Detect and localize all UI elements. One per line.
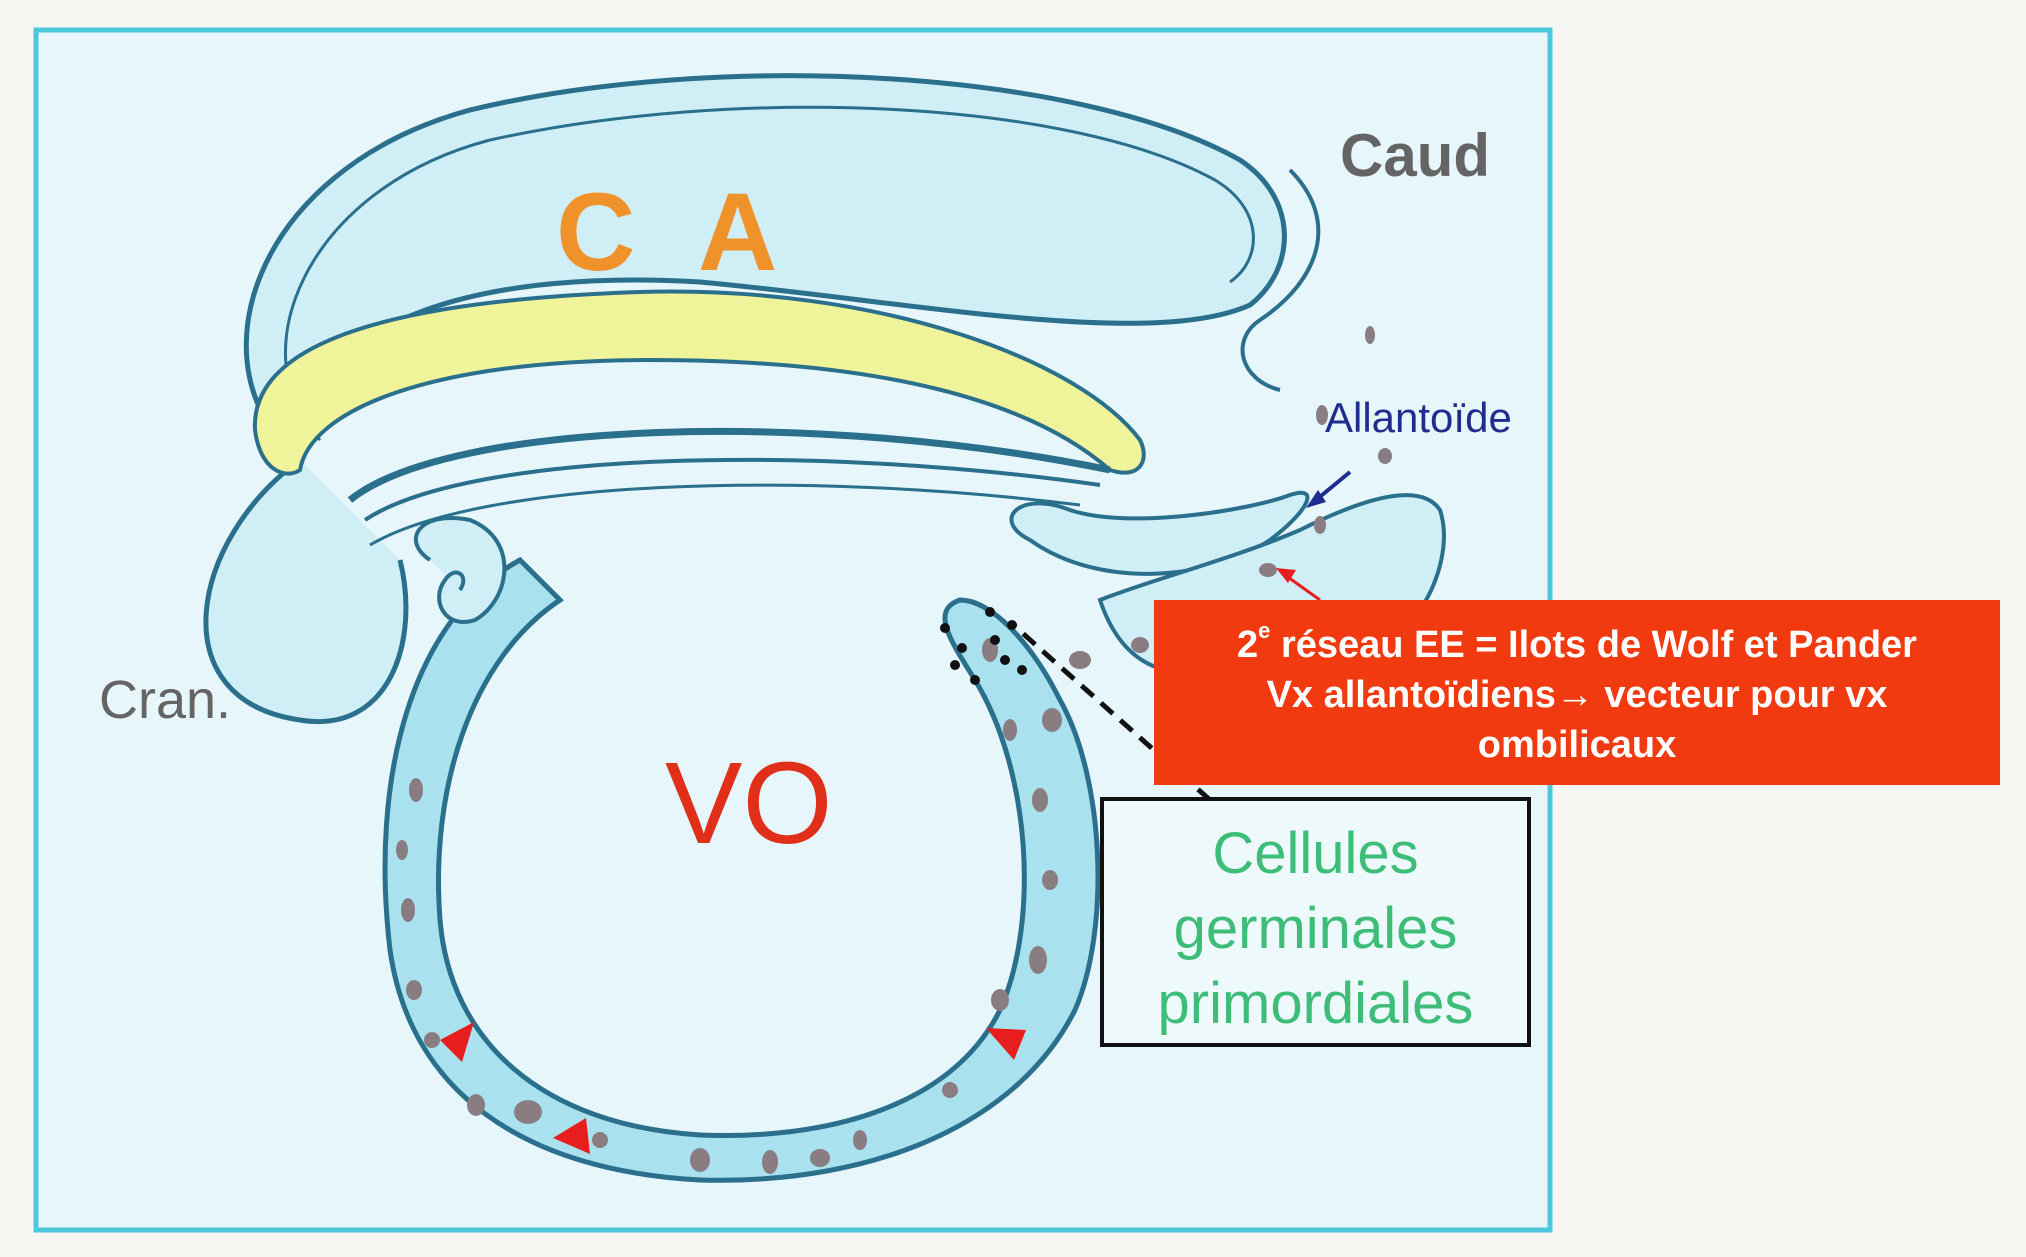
blood-island (1259, 563, 1277, 577)
blood-islands (396, 326, 1392, 1174)
germ-box-line-3: primordiales (1157, 971, 1474, 1036)
label-caud: Caud (1340, 122, 1490, 189)
germ-cell-dot (940, 623, 950, 633)
germ-cell-dot (990, 635, 1000, 645)
neural-tube (252, 289, 1146, 476)
blood-island (991, 989, 1009, 1011)
germ-cell-dot (1017, 665, 1027, 675)
blood-island (1316, 405, 1328, 425)
pharyngeal-loop (413, 516, 507, 624)
blood-island (853, 1130, 867, 1150)
germ-box-line-2: germinales (1173, 896, 1458, 961)
migration-arrows (440, 1022, 1026, 1154)
label-cran: Cran. (99, 670, 232, 730)
germ-cell-dot (970, 675, 980, 685)
blood-island (1042, 708, 1062, 732)
amnion-envelope (243, 73, 1287, 466)
red-annotation-text: 2e réseau EE = Ilots de Wolf et Pander V… (1154, 600, 2000, 785)
germ-box-line-1: Cellules (1212, 821, 1419, 886)
label-vo: VO (665, 738, 833, 868)
germ-cells-box: Cellules germinales primordiales (1100, 797, 1531, 1047)
migration-arrow (440, 1022, 474, 1062)
red-box-line-1-rest: réseau EE = Ilots de Wolf et Pander (1270, 624, 1917, 666)
blood-island (810, 1149, 830, 1167)
blood-island (1378, 448, 1392, 464)
blood-island (1032, 788, 1048, 812)
blood-island (592, 1132, 608, 1148)
blood-island (409, 778, 423, 802)
blood-island (424, 1032, 440, 1048)
blood-island (467, 1094, 485, 1116)
red-box-line-1-num: 2 (1237, 624, 1259, 666)
allantoide-pointer (1314, 470, 1352, 502)
blood-island (942, 1082, 958, 1098)
blood-island (690, 1148, 710, 1172)
allantoide-arrowhead (1306, 490, 1326, 508)
blood-island (1365, 326, 1375, 344)
blood-island (514, 1100, 542, 1124)
blood-island (1069, 651, 1091, 669)
label-ca: C A (556, 171, 796, 294)
red-annotation-box (1154, 600, 2000, 785)
blood-island (1314, 516, 1326, 534)
blood-island (762, 1150, 778, 1174)
red-box-line-3: ombilicaux (1477, 724, 1677, 766)
migration-arrow (553, 1118, 590, 1154)
germ-cell-dot (985, 607, 995, 617)
germ-cell-dot (1000, 655, 1010, 665)
blood-island (1003, 719, 1017, 741)
red-box-arrowhead (1276, 568, 1296, 583)
caudal-wall (1240, 168, 1321, 392)
gut-line-2 (363, 457, 1101, 522)
label-allantoide: Allantoïde (1325, 394, 1512, 441)
red-box-line-1-sup: e (1258, 618, 1271, 643)
migration-arrow (986, 1028, 1026, 1060)
red-box-pointer (1284, 573, 1321, 602)
blood-island (1131, 637, 1149, 653)
germ-pointer-line (1008, 620, 1212, 802)
germ-cell-dot (950, 660, 960, 670)
red-box-line-2: Vx allantoïdiens→ vecteur pour vx (1266, 674, 1888, 716)
cranial-wall (203, 457, 409, 725)
blood-island (1029, 946, 1047, 974)
amnion-inner-line (284, 105, 1255, 442)
blood-island (401, 898, 415, 922)
red-box-line-1: 2e réseau EE = Ilots de Wolf et Pander (1170, 620, 1984, 670)
blood-island (1042, 870, 1058, 890)
blood-island (396, 840, 408, 860)
gut-line-1 (347, 427, 1111, 503)
blood-island (406, 980, 422, 1000)
germ-cell-dot (957, 643, 967, 653)
